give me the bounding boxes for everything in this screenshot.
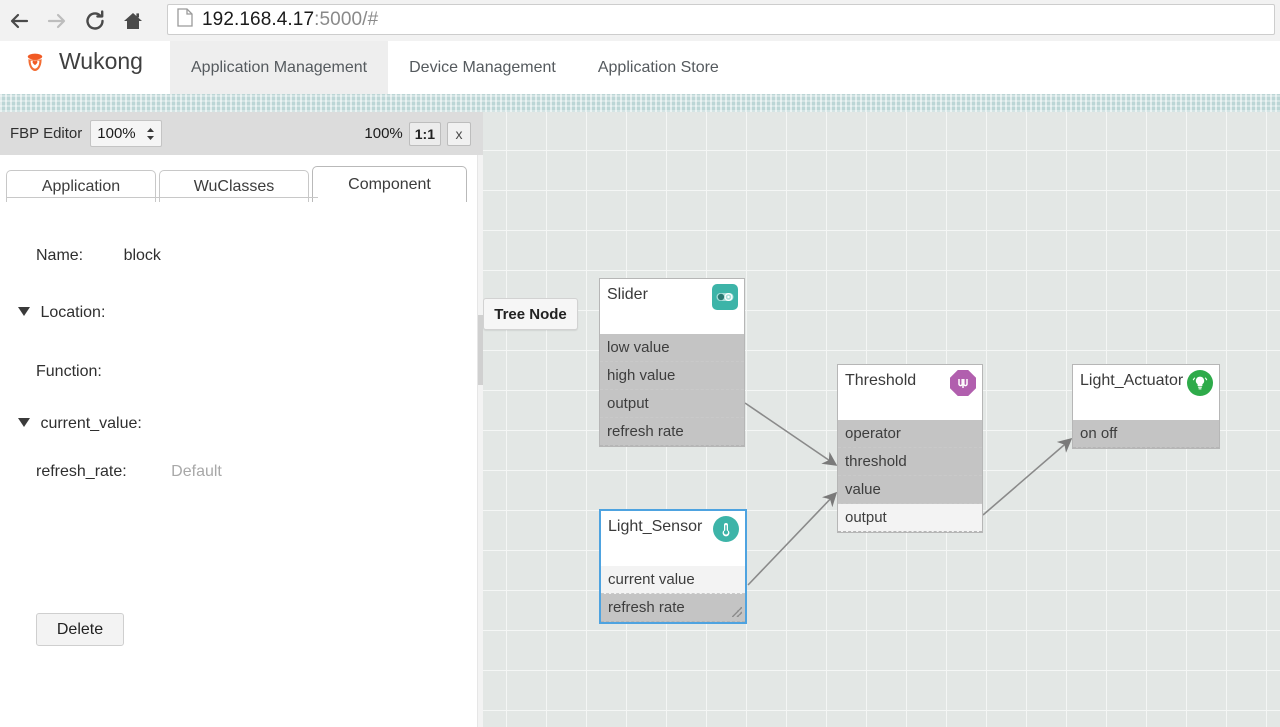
back-arrow-icon <box>8 10 30 32</box>
node-title: Light_Sensor <box>608 518 703 535</box>
slider-toggle-icon <box>712 284 738 310</box>
fbp-node-slider[interactable]: Slider low value high value output refre… <box>599 278 745 447</box>
browser-toolbar: 192.168.4.17:5000/# <box>0 0 1280 42</box>
fbp-node-light-actuator[interactable]: Light_Actuator on off <box>1072 364 1220 449</box>
fbp-node-light-sensor[interactable]: Light_Sensor current value refresh rate <box>599 509 747 624</box>
node-port-value[interactable]: value <box>838 476 982 504</box>
toolbar-right-group: 100% 1:1 x <box>364 112 471 155</box>
field-name-label: Name: <box>36 247 84 264</box>
home-button[interactable] <box>114 1 152 41</box>
thermometer-icon <box>713 516 739 542</box>
url-host: 192.168.4.17 <box>202 8 315 30</box>
spinner-up-down-icon <box>146 127 155 141</box>
node-port-low-value[interactable]: low value <box>600 334 744 362</box>
forward-button[interactable] <box>38 1 76 41</box>
page-document-icon <box>177 7 193 32</box>
field-location-label: Location: <box>40 304 106 321</box>
node-port-refresh-rate-label: refresh rate <box>608 599 685 616</box>
panel-scrollbar-thumb[interactable] <box>478 315 483 385</box>
reload-button[interactable] <box>76 1 114 41</box>
field-refresh-rate: refresh_rate: Default <box>36 463 222 481</box>
tab-wuclasses[interactable]: WuClasses <box>159 170 309 202</box>
panel-scrollbar[interactable] <box>477 155 483 727</box>
node-title: Light_Actuator <box>1080 372 1184 389</box>
zoom-percent-readout: 100% <box>364 125 403 142</box>
panel-tabs: Application WuClasses Component <box>6 166 467 202</box>
node-header: Light_Sensor <box>601 511 745 566</box>
node-port-on-off[interactable]: on off <box>1073 420 1219 448</box>
field-refresh-rate-label: refresh_rate: <box>36 463 127 480</box>
node-port-output[interactable]: output <box>600 390 744 418</box>
tab-component[interactable]: Component <box>312 166 467 202</box>
node-port-refresh-rate[interactable]: refresh rate <box>601 594 745 622</box>
nav-tab-application-management[interactable]: Application Management <box>170 41 389 94</box>
node-port-threshold[interactable]: threshold <box>838 448 982 476</box>
field-function-label: Function: <box>36 363 102 380</box>
app-nav-tabs: Application Management Device Management… <box>170 41 740 94</box>
app-navigation-bar: Wukong Application Management Device Man… <box>0 41 1280 95</box>
light-bulb-icon <box>1187 370 1213 396</box>
back-button[interactable] <box>0 1 38 41</box>
node-port-current-value[interactable]: current value <box>601 566 745 594</box>
editor-toolbar: FBP Editor 100% 100% 1:1 x <box>0 112 483 155</box>
node-title: Threshold <box>845 372 917 389</box>
home-icon <box>122 10 144 32</box>
node-port-high-value[interactable]: high value <box>600 362 744 390</box>
node-header: Threshold <box>838 365 982 420</box>
node-port-output[interactable]: output <box>838 504 982 532</box>
delete-button[interactable]: Delete <box>36 613 124 646</box>
node-port-operator[interactable]: operator <box>838 420 982 448</box>
decorative-strip <box>0 94 1280 113</box>
chevron-down-icon[interactable] <box>18 307 30 316</box>
node-port-refresh-rate[interactable]: refresh rate <box>600 418 744 446</box>
zoom-fit-button[interactable]: 1:1 <box>408 121 441 146</box>
tree-node-button[interactable]: Tree Node <box>483 298 578 330</box>
fbp-node-threshold[interactable]: Threshold operator threshold value outpu… <box>837 364 983 533</box>
url-path: :5000/# <box>314 8 379 30</box>
wukong-logo-icon <box>22 48 48 75</box>
node-header: Slider <box>600 279 744 334</box>
brand[interactable]: Wukong <box>22 48 143 75</box>
reload-icon <box>83 9 107 33</box>
connection-sensor-value-to-threshold-value <box>747 491 838 586</box>
connection-threshold-output-to-actuator-onoff <box>982 437 1073 516</box>
forward-arrow-icon <box>46 10 68 32</box>
field-name: Name: block <box>36 247 161 265</box>
nav-tab-application-store[interactable]: Application Store <box>597 58 719 76</box>
threshold-pin-icon <box>950 370 976 396</box>
field-refresh-rate-placeholder[interactable]: Default <box>171 463 222 480</box>
chevron-down-icon[interactable] <box>18 418 30 427</box>
resize-handle-icon[interactable] <box>732 607 742 617</box>
field-current-value[interactable]: current_value: <box>18 415 142 433</box>
tab-application[interactable]: Application <box>6 170 156 202</box>
field-function: Function: <box>36 363 102 381</box>
tab-divider <box>6 197 318 198</box>
connection-slider-output-to-threshold <box>744 402 838 466</box>
nav-tab-device-management[interactable]: Device Management <box>409 58 556 76</box>
editor-title: FBP Editor <box>10 125 83 142</box>
field-name-value[interactable]: block <box>123 247 161 264</box>
address-bar[interactable]: 192.168.4.17:5000/# <box>167 4 1275 35</box>
address-bar-url: 192.168.4.17:5000/# <box>202 9 378 31</box>
node-header: Light_Actuator <box>1073 365 1219 420</box>
brand-name: Wukong <box>59 48 143 74</box>
editor-side-panel: FBP Editor 100% 100% 1:1 x Application W… <box>0 112 483 727</box>
field-location[interactable]: Location: <box>18 304 105 322</box>
field-current-value-label: current_value: <box>40 415 142 432</box>
zoom-select-value: 100% <box>97 125 136 142</box>
connection-layer <box>744 402 1073 586</box>
close-editor-button[interactable]: x <box>447 121 471 146</box>
zoom-select[interactable]: 100% <box>90 120 163 147</box>
node-title: Slider <box>607 286 648 303</box>
